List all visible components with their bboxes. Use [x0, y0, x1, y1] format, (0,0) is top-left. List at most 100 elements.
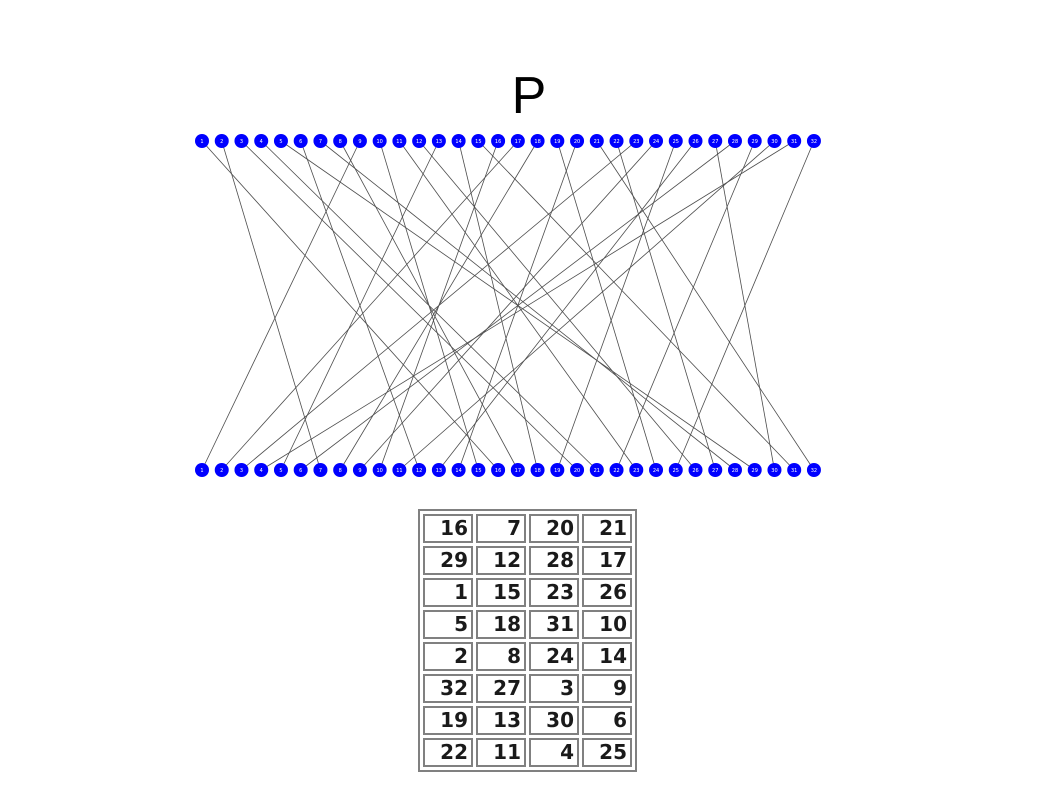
top-node-21 [589, 134, 604, 148]
top-node-23 [629, 134, 644, 148]
edge-15-to-31 [478, 140, 795, 471]
top-node-label: 10 [376, 139, 382, 145]
table-cell: 3 [529, 674, 579, 703]
table-cell: 23 [529, 578, 579, 607]
table-cell: 14 [582, 642, 632, 671]
table-cell: 7 [476, 514, 526, 543]
edge-2-to-7 [221, 140, 321, 471]
bottom-node-label: 4 [260, 468, 263, 474]
top-node-label: 11 [396, 139, 402, 145]
top-node-label: 9 [358, 139, 361, 145]
bottom-node-2 [214, 463, 229, 477]
bottom-node-label: 18 [534, 468, 540, 474]
top-node-30 [767, 134, 782, 148]
top-node-label: 31 [791, 139, 797, 145]
table-cell: 27 [476, 674, 526, 703]
top-node-label: 30 [771, 139, 777, 145]
top-node-label: 7 [319, 139, 322, 145]
table-cell: 21 [582, 514, 632, 543]
bottom-node-11 [392, 463, 407, 477]
top-node-label: 4 [260, 139, 263, 145]
top-node-label: 25 [673, 139, 679, 145]
bottom-node-23 [629, 463, 644, 477]
bottom-node-label: 32 [811, 468, 817, 474]
top-node-label: 23 [633, 139, 639, 145]
top-node-22 [609, 134, 624, 148]
bottom-node-label: 30 [771, 468, 777, 474]
table-cell: 5 [423, 610, 473, 639]
bottom-node-label: 6 [299, 468, 302, 474]
edge-32-to-25 [675, 140, 815, 471]
bottom-node-8 [333, 463, 348, 477]
edge-24-to-9 [359, 140, 657, 471]
bottom-node-22 [609, 463, 624, 477]
top-node-label: 28 [732, 139, 738, 145]
top-node-8 [333, 134, 348, 148]
diagram-title: P [511, 67, 547, 125]
bottom-node-label: 1 [200, 468, 203, 474]
top-node-label: 15 [475, 139, 481, 145]
bottom-node-label: 23 [633, 468, 639, 474]
top-node-label: 14 [455, 139, 461, 145]
top-node-18 [530, 134, 545, 148]
table-cell: 32 [423, 674, 473, 703]
table-cell: 12 [476, 546, 526, 575]
table-cell: 24 [529, 642, 579, 671]
table-cell: 8 [476, 642, 526, 671]
edge-group [201, 140, 815, 471]
table-cell: 2 [423, 642, 473, 671]
edge-23-to-3 [241, 140, 637, 471]
bottom-node-5 [273, 463, 288, 477]
bottom-node-label: 14 [455, 468, 461, 474]
bottom-node-label: 13 [436, 468, 442, 474]
bottom-node-label: 3 [240, 468, 243, 474]
edge-13-to-5 [280, 140, 440, 471]
top-node-28 [727, 134, 742, 148]
table-cell: 13 [476, 706, 526, 735]
bottom-node-26 [688, 463, 703, 477]
bottom-node-label: 25 [673, 468, 679, 474]
bottom-node-label: 20 [574, 468, 580, 474]
table-cell: 31 [529, 610, 579, 639]
edge-1-to-16 [201, 140, 499, 471]
bottom-node-12 [412, 463, 427, 477]
top-node-label: 2 [220, 139, 223, 145]
bottom-node-7 [313, 463, 328, 477]
top-node-25 [668, 134, 683, 148]
bottom-node-label: 7 [319, 468, 322, 474]
table-cell: 17 [582, 546, 632, 575]
table-cell: 6 [582, 706, 632, 735]
bottom-node-21 [589, 463, 604, 477]
table-cell: 28 [529, 546, 579, 575]
top-node-label: 16 [495, 139, 501, 145]
top-node-label: 26 [692, 139, 698, 145]
edge-22-to-27 [616, 140, 716, 471]
edge-12-to-26 [418, 140, 696, 471]
bottom-node-30 [767, 463, 782, 477]
bottom-node-label: 22 [613, 468, 619, 474]
top-node-16 [491, 134, 506, 148]
bottom-node-1 [195, 463, 209, 477]
top-node-9 [352, 134, 367, 148]
bottom-node-label: 28 [732, 468, 738, 474]
bottom-node-label: 29 [752, 468, 758, 474]
edge-3-to-20 [241, 140, 578, 471]
top-node-32 [806, 134, 821, 148]
top-node-label: 20 [574, 139, 580, 145]
bottom-node-label: 31 [791, 468, 797, 474]
edge-19-to-24 [556, 140, 657, 471]
top-node-label: 5 [279, 139, 282, 145]
table-cell: 20 [529, 514, 579, 543]
bottom-node-29 [747, 463, 762, 477]
bottom-node-14 [451, 463, 466, 477]
top-node-24 [649, 134, 664, 148]
top-node-11 [392, 134, 407, 148]
bottom-node-13 [431, 463, 446, 477]
top-node-12 [412, 134, 427, 148]
